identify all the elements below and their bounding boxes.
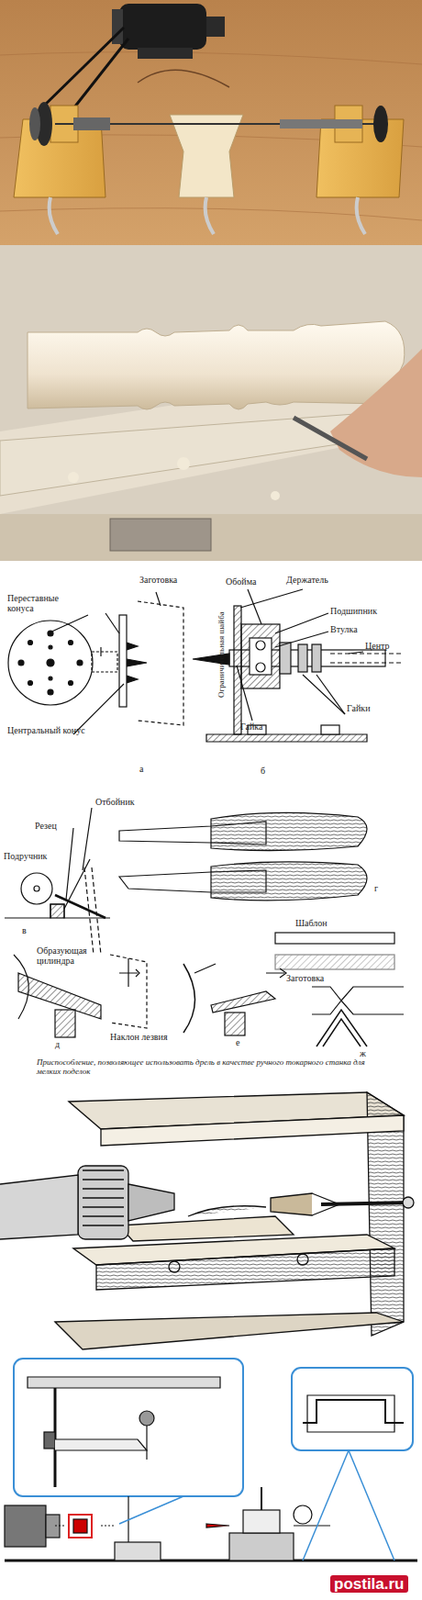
part-label: ж (359, 1047, 367, 1058)
figure-caption: Приспособление, позволяющее использовать… (36, 1056, 386, 1076)
part-label: Центр (365, 640, 390, 651)
part-label: Держатель (286, 574, 329, 585)
part-label: в (22, 924, 27, 935)
turning-photo (0, 244, 422, 561)
part-label: Заготовка (286, 972, 324, 983)
part-label: Втулка (330, 623, 358, 634)
part-label: Подшипник (330, 605, 378, 616)
part-label: б (260, 765, 266, 776)
part-label: Центральный конус (7, 724, 90, 735)
part-label: Ограничительная шайба (216, 610, 227, 698)
part-label: Гайка (240, 721, 263, 732)
part-label: Шаблон (295, 917, 328, 928)
lathe-schematic (4, 1357, 418, 1560)
lathe-photo (0, 0, 422, 245)
part-label: Переставные конуса (7, 592, 81, 613)
drill-lathe-drawing (0, 1091, 414, 1349)
part-label: г (374, 882, 378, 893)
part-label: а (139, 763, 144, 774)
cutting-technique-drawing (13, 932, 404, 1046)
part-label: Наклон лезвия (110, 1031, 168, 1042)
part-label: е (235, 1036, 240, 1047)
part-label: Заготовка (139, 574, 178, 585)
part-label: Подручник (3, 850, 47, 861)
spur-center-drawing (8, 591, 184, 734)
part-label: Гайки (346, 702, 371, 713)
part-label: Обойма (225, 576, 256, 587)
part-label: Образующая цилиндра (36, 944, 101, 966)
part-label: Отбойник (95, 796, 135, 807)
watermark: postila.ru (330, 1574, 409, 1592)
part-label: д (55, 1038, 60, 1049)
part-label: Резец (34, 820, 57, 831)
tailstock-center-drawing (192, 588, 404, 742)
